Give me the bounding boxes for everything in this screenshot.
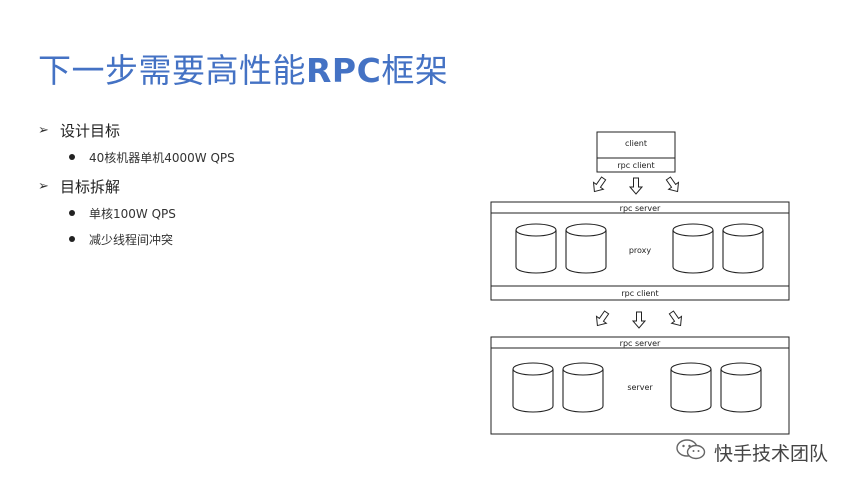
wechat-icon bbox=[676, 438, 706, 467]
arrow-down-right-icon bbox=[665, 308, 687, 330]
bullet-list: ➢ 设计目标 40核机器单机4000W QPS ➢ 目标拆解 单核100W QP… bbox=[38, 118, 235, 252]
arrow-bullet-icon: ➢ bbox=[38, 122, 49, 138]
arrow-down-icon bbox=[629, 177, 643, 195]
arrow-bullet-icon: ➢ bbox=[38, 178, 49, 194]
arrows-proxy-to-server bbox=[591, 308, 687, 330]
bullet-label: 设计目标 bbox=[60, 121, 121, 140]
sub-bullet: 单核100W QPS bbox=[38, 200, 235, 226]
client-label: client bbox=[625, 139, 647, 148]
database-icon bbox=[565, 223, 607, 274]
database-icon bbox=[672, 223, 714, 274]
arrow-down-right-icon bbox=[662, 174, 684, 196]
sub-bullet-text: 40核机器单机4000W QPS bbox=[89, 150, 235, 165]
dot-bullet-icon bbox=[69, 210, 75, 216]
proxy-rpc-client-label: rpc client bbox=[621, 289, 658, 298]
architecture-diagram: client rpc client rpc server proxy rpc c… bbox=[480, 120, 810, 450]
sub-bullet: 减少线程间冲突 bbox=[38, 226, 235, 252]
dot-bullet-icon bbox=[69, 236, 75, 242]
title-suffix: 框架 bbox=[381, 51, 449, 90]
bullet-label: 目标拆解 bbox=[60, 177, 121, 196]
title-prefix: 下一步需要高性能 bbox=[38, 51, 306, 90]
server-label: server bbox=[627, 383, 653, 392]
client-rpc-label: rpc client bbox=[617, 161, 654, 170]
arrows-client-to-proxy bbox=[588, 174, 684, 196]
database-icon bbox=[515, 223, 557, 274]
database-icon bbox=[512, 362, 554, 413]
arrow-down-icon bbox=[632, 311, 646, 329]
database-icon bbox=[720, 362, 762, 413]
sub-bullet-text: 单核100W QPS bbox=[89, 206, 176, 221]
server-node: rpc server server bbox=[490, 336, 790, 435]
arrow-down-left-icon bbox=[588, 174, 610, 196]
proxy-node: rpc server proxy rpc client bbox=[490, 201, 790, 301]
bullet-design-goal: ➢ 设计目标 bbox=[38, 118, 235, 142]
client-node: client rpc client bbox=[596, 131, 676, 173]
watermark: 快手技术团队 bbox=[676, 438, 828, 467]
sub-bullet-text: 减少线程间冲突 bbox=[89, 232, 174, 247]
sub-bullet: 40核机器单机4000W QPS bbox=[38, 144, 235, 170]
watermark-text: 快手技术团队 bbox=[714, 443, 829, 465]
database-icon bbox=[722, 223, 764, 274]
proxy-label: proxy bbox=[629, 246, 652, 255]
proxy-rpc-server-label: rpc server bbox=[620, 204, 661, 213]
slide-title: 下一步需要高性能RPC框架 bbox=[38, 44, 448, 92]
database-icon bbox=[562, 362, 604, 413]
arrow-down-left-icon bbox=[591, 308, 613, 330]
database-icon bbox=[670, 362, 712, 413]
dot-bullet-icon bbox=[69, 154, 75, 160]
server-rpc-server-label: rpc server bbox=[620, 339, 661, 348]
title-rpc: RPC bbox=[306, 51, 382, 90]
bullet-goal-breakdown: ➢ 目标拆解 bbox=[38, 174, 235, 198]
